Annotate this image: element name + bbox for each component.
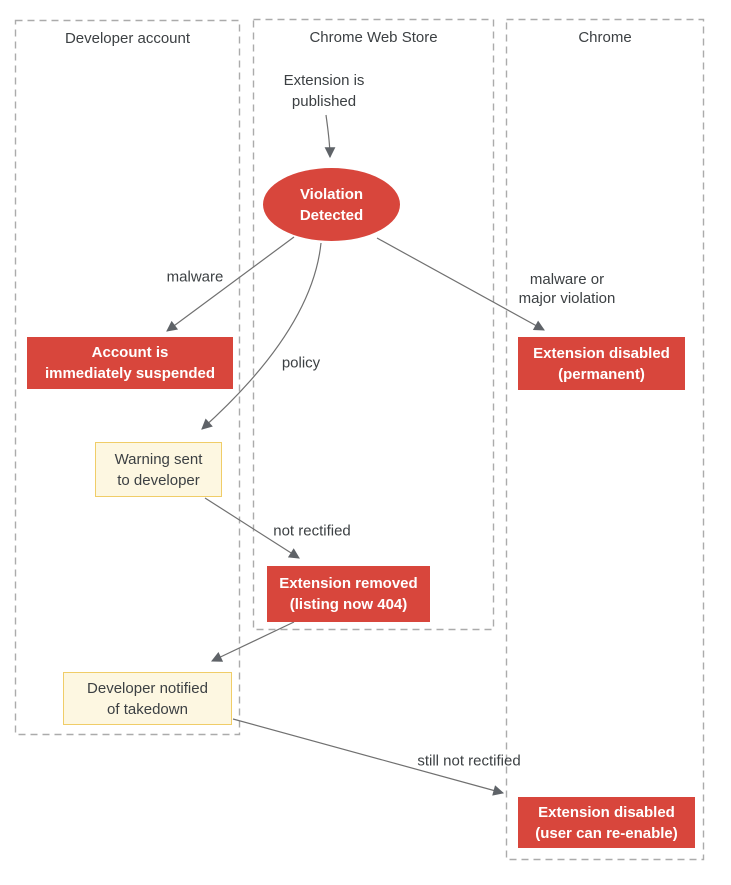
node-extension-removed: Extension removed (listing now 404) [267,566,430,622]
arrow-violation-to-disabled-permanent [376,237,545,331]
arrow-violation-to-warning-sent [201,242,322,430]
lane-title-developer-account: Developer account [64,30,191,47]
node-developer-notified: Developer notified of takedown [63,672,232,725]
arrow-notified-to-disabled-reenable [232,718,505,796]
arrow-warning-to-extension-removed [204,497,300,559]
node-extension-disabled-reenable: Extension disabled (user can re-enable) [518,797,695,848]
edge-label-malware: malware [166,268,224,286]
edge-label-malware-or-major-violation: malware or major violation [518,271,616,307]
edge-label-policy: policy [281,354,321,372]
lane-box-developer-account [14,19,241,736]
node-violation-detected: Violation Detected [263,168,400,241]
node-account-suspended: Account is immediately suspended [27,337,233,389]
arrow-published-to-violation [324,114,336,159]
node-extension-published: Extension is published [283,72,365,110]
lane-box-chrome [505,18,705,861]
edge-label-not-rectified: not rectified [273,522,351,540]
arrow-removed-to-developer-notified [211,621,295,662]
arrow-violation-to-account-suspended [166,236,295,332]
lane-box-chrome-web-store [252,18,495,631]
lane-title-chrome: Chrome [578,29,632,46]
lane-title-chrome-web-store: Chrome Web Store [309,29,438,46]
node-extension-disabled-permanent: Extension disabled (permanent) [518,337,685,390]
edge-label-still-not-rectified: still not rectified [417,752,521,770]
node-warning-sent: Warning sent to developer [95,442,222,497]
